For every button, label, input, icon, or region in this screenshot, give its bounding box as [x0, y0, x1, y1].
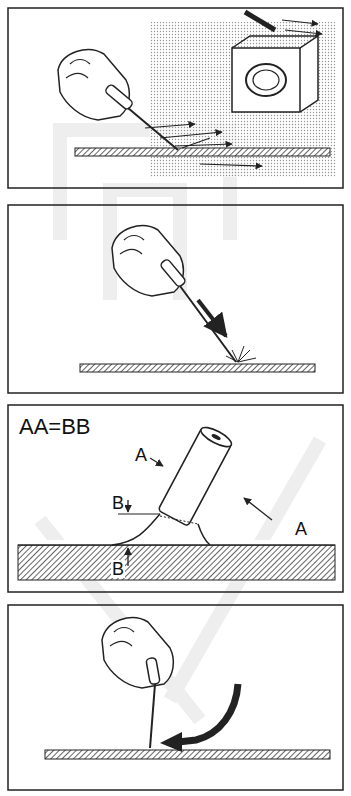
dimension-letter: B	[111, 560, 125, 578]
dimension-letter: A	[134, 446, 148, 464]
panel-arc-length	[18, 424, 335, 580]
dimension-letter: A	[294, 520, 308, 538]
panel-frames	[8, 8, 343, 790]
dimension-letter: B	[111, 494, 125, 512]
panel-strike-arc	[80, 226, 315, 372]
equation-note: AA=BB	[18, 416, 92, 438]
panel-break-arc	[45, 618, 330, 759]
panel-magnetic-blow	[58, 12, 336, 177]
